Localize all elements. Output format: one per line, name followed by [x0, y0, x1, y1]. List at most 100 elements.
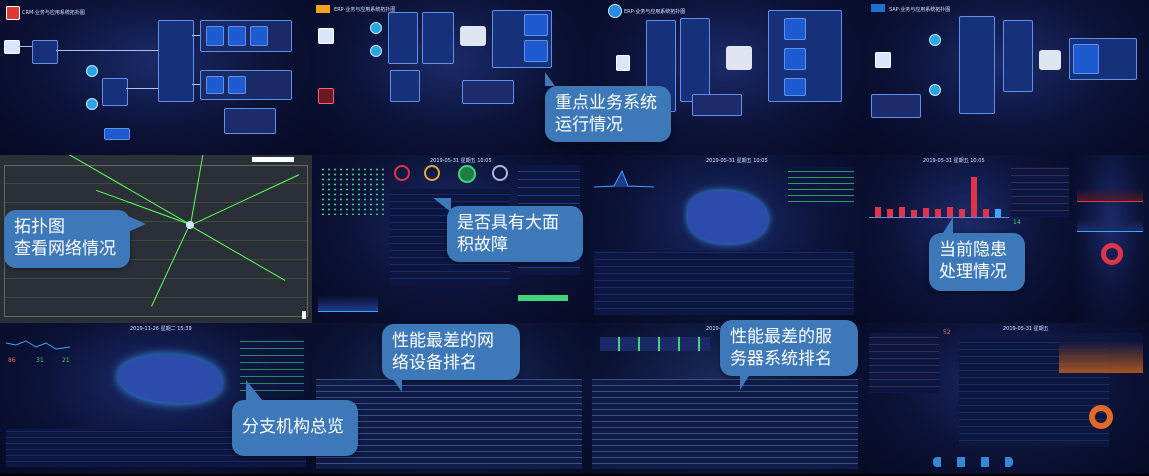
lb-node-icon[interactable]	[86, 65, 98, 77]
kpi-ring	[492, 165, 508, 181]
db-node[interactable]	[228, 76, 246, 94]
donut-chart	[1101, 243, 1123, 265]
callout-text: 拓扑图 查看网络情况	[14, 217, 116, 259]
branch-list[interactable]	[594, 251, 854, 315]
action-button[interactable]	[104, 128, 130, 140]
db-node[interactable]	[250, 26, 268, 46]
kpi-ring	[458, 165, 476, 183]
panel-region-map[interactable]: 2019-05-31 星期五 10:05	[588, 155, 865, 325]
panel-sap-topology[interactable]: SAP·业务与应用系统拓扑图	[863, 0, 1149, 157]
kpi-value: 31	[36, 357, 44, 364]
app-node[interactable]	[158, 20, 194, 102]
topology-search-input[interactable]	[252, 157, 294, 162]
app-node[interactable]	[959, 16, 995, 114]
risk-list[interactable]	[1011, 167, 1069, 217]
db-node[interactable]	[524, 14, 548, 36]
footer-icons[interactable]	[933, 457, 1013, 467]
callout-branch-overview: 分支机构总览	[232, 380, 358, 456]
peak-chart	[594, 169, 654, 188]
donut-chart	[1089, 405, 1113, 429]
sap-brand-icon	[871, 4, 885, 12]
callout-topology: 拓扑图 查看网络情况	[4, 210, 146, 268]
branch-trend-chart	[6, 340, 70, 350]
callout-major-fault: 是否具有大面 积故障	[433, 198, 583, 262]
callout-risk-handling: 当前隐患 处理情况	[929, 217, 1025, 291]
panel-title: CRM·业务与应用系统拓扑图	[22, 10, 85, 16]
app-node[interactable]	[680, 18, 710, 102]
server-status-strip	[600, 337, 710, 351]
erp-brand-icon	[608, 4, 622, 18]
app-node[interactable]	[102, 78, 128, 106]
panel-title: ERP·业务与应用系统拓扑图	[624, 9, 686, 15]
lb-node-icon[interactable]	[370, 45, 382, 57]
server-node[interactable]	[318, 28, 334, 44]
callout-text: 性能最差的网 络设备排名	[392, 331, 494, 373]
kpi-ring	[394, 165, 410, 181]
server-node[interactable]	[4, 40, 20, 54]
app-node[interactable]	[422, 12, 454, 64]
db-node[interactable]	[784, 18, 806, 40]
panel-date: 2019-05-31 星期五 10:05	[430, 158, 492, 164]
db-node[interactable]	[206, 76, 224, 94]
callout-text: 当前隐患 处理情况	[939, 240, 1007, 282]
info-card	[871, 94, 921, 118]
panel-date: 2019-11-26 星期二 15:39	[130, 326, 192, 332]
db-node[interactable]	[206, 26, 224, 46]
trend-line-blue	[1077, 205, 1143, 232]
erp-brand-icon	[316, 5, 330, 13]
server-rank-table[interactable]	[592, 379, 858, 469]
info-card	[224, 108, 276, 134]
lb-node-icon[interactable]	[86, 98, 98, 110]
storage-icon[interactable]	[1039, 50, 1061, 70]
branch-map[interactable]	[118, 355, 222, 403]
db-node[interactable]	[524, 40, 548, 62]
lb-node-icon[interactable]	[370, 22, 382, 34]
db-node[interactable]	[228, 26, 246, 46]
info-card	[692, 94, 742, 116]
app-node[interactable]	[388, 12, 418, 64]
app-node[interactable]	[1003, 20, 1033, 92]
alert-node[interactable]	[318, 88, 334, 104]
db-node[interactable]	[784, 48, 806, 70]
lb-node-icon[interactable]	[929, 34, 941, 46]
panel-summary[interactable]: 2019-05-31 星期五 52	[863, 323, 1149, 476]
db-node[interactable]	[1073, 44, 1099, 74]
trend-line	[1077, 175, 1143, 202]
risk-value: 14	[1013, 219, 1021, 226]
storage-icon[interactable]	[726, 46, 752, 70]
callout-text: 是否具有大面 积故障	[457, 213, 559, 255]
server-node[interactable]	[875, 52, 891, 68]
panel-erp-topology-b[interactable]: ERP·业务与应用系统拓扑图	[588, 0, 865, 157]
panel-crm-topology[interactable]: CRM·业务与应用系统拓扑图	[0, 0, 314, 157]
trend-chart	[318, 285, 378, 312]
region-map[interactable]	[688, 191, 768, 243]
callout-business-status: 重点业务系统 运行情况	[545, 72, 671, 142]
panel-date: 2019-05-31 星期五 10:05	[923, 158, 985, 164]
crm-brand-icon	[6, 6, 20, 20]
kpi-value: 21	[62, 357, 70, 364]
app-node[interactable]	[390, 70, 420, 102]
panel-network-rank[interactable]	[312, 323, 590, 476]
stats-list	[788, 167, 854, 207]
kpi-value: 86	[8, 357, 16, 364]
panel-date: 2019-05-31 星期五 10:05	[706, 158, 768, 164]
scrollbar[interactable]	[302, 311, 306, 319]
callout-network-rank: 性能最差的网 络设备排名	[382, 324, 520, 392]
network-rank-table[interactable]	[316, 379, 582, 469]
panel-erp-topology[interactable]: ERP·业务与应用系统拓扑图	[312, 0, 590, 157]
callout-text: 分支机构总览	[242, 417, 344, 437]
device-status-grid	[320, 167, 386, 215]
panel-title: ERP·业务与应用系统拓扑图	[334, 7, 396, 13]
storage-icon[interactable]	[460, 26, 486, 46]
server-node[interactable]	[616, 55, 630, 71]
app-node[interactable]	[32, 40, 58, 64]
db-node[interactable]	[784, 78, 806, 96]
callout-text: 性能最差的服 务器系统排名	[730, 327, 832, 369]
panel-title: SAP·业务与应用系统拓扑图	[889, 7, 951, 13]
panel-risk-detail[interactable]	[1073, 155, 1149, 325]
lb-node-icon[interactable]	[929, 84, 941, 96]
core-switch-icon[interactable]	[186, 221, 194, 229]
kpi-ring	[424, 165, 440, 181]
panel-network-topology[interactable]	[0, 155, 314, 325]
orange-area-chart	[1059, 333, 1143, 373]
